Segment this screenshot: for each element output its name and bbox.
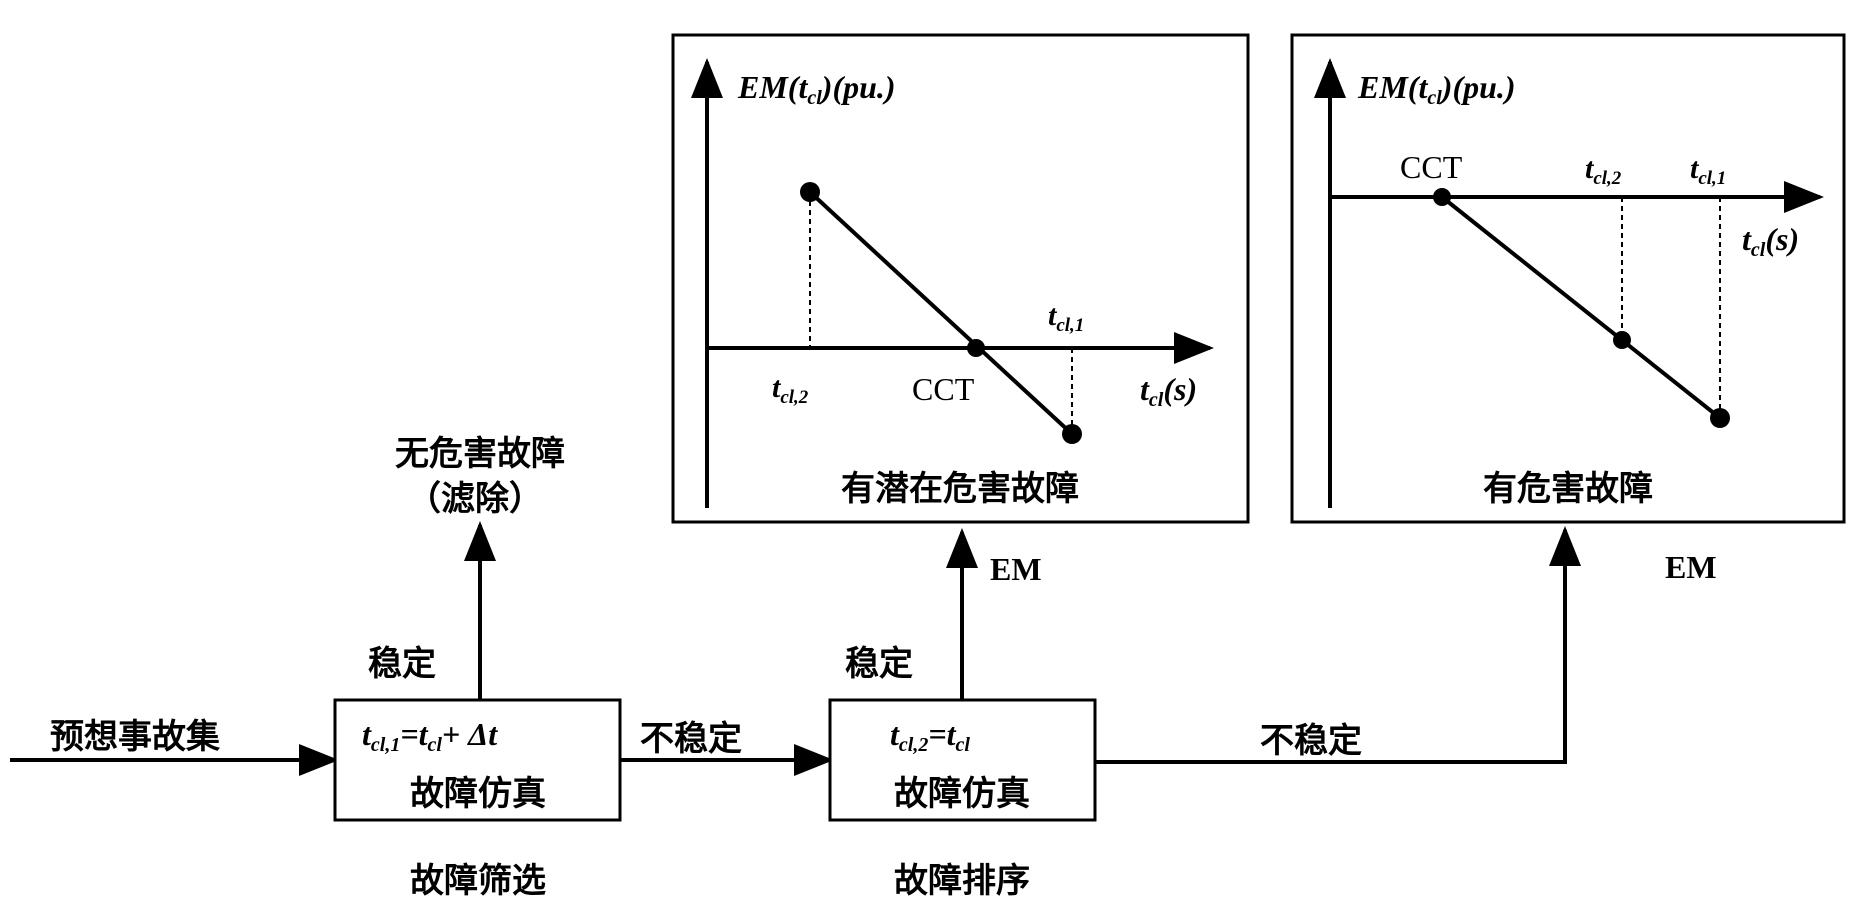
box1-formula: tcl,1=tcl+ Δt: [362, 716, 498, 756]
em-label-2: EM: [1665, 549, 1717, 585]
harmful-panel: EM(tcl)(pu.) tcl(s) CCT tcl,2 tcl,1 有危害故…: [1290, 33, 1846, 524]
potential-harmful-panel: EM(tcl)(pu.) tcl(s) tcl,2 tcl,1 CCT 有潜在危…: [671, 33, 1250, 524]
em-label-1: EM: [990, 551, 1042, 587]
right-cct-label: CCT: [1400, 149, 1463, 185]
right-point-t2: [1613, 331, 1631, 349]
left-cct-label: CCT: [912, 371, 975, 407]
harmless-label: 无危害故障: [395, 434, 565, 474]
harmless-filter-label: （滤除）: [407, 479, 543, 519]
right-point-cct: [1433, 188, 1451, 206]
left-panel-frame: [671, 33, 1250, 524]
left-y-axis-label: EM(tcl)(pu.): [737, 69, 896, 109]
box2-label: 故障仿真: [894, 774, 1030, 814]
left-em-line: [808, 190, 1074, 436]
stable-label-2: 稳定: [845, 644, 913, 684]
left-point-t1: [1062, 424, 1082, 444]
left-x-axis-label: tcl(s): [1140, 371, 1197, 411]
left-point-t2: [800, 182, 820, 202]
box2-formula: tcl,2=tcl: [890, 716, 970, 756]
stable-label-1: 稳定: [368, 644, 436, 684]
input-label: 预想事故集: [50, 717, 220, 757]
right-t2-label: tcl,2: [1585, 152, 1622, 189]
left-point-cct: [967, 339, 985, 357]
unstable-label-1: 不稳定: [640, 719, 742, 759]
right-panel-frame: [1290, 33, 1846, 524]
right-point-t1: [1710, 408, 1730, 428]
right-t1-label: tcl,1: [1690, 152, 1726, 189]
left-panel-caption: 有潜在危害故障: [841, 469, 1079, 509]
unstable-arrow-2: [1095, 526, 1581, 764]
left-t1-label: tcl,1: [1048, 299, 1084, 336]
right-em-line: [1440, 195, 1722, 420]
rank-stage-label: 故障排序: [894, 861, 1030, 901]
right-x-axis-label: tcl(s): [1742, 221, 1799, 261]
box1-label: 故障仿真: [410, 774, 546, 814]
simulation-box-2: [828, 698, 1097, 822]
filter-stage-label: 故障筛选: [410, 861, 546, 901]
right-y-axis-label: EM(tcl)(pu.): [1357, 69, 1516, 109]
left-t2-label: tcl,2: [772, 371, 809, 408]
right-panel-caption: 有危害故障: [1483, 469, 1653, 509]
unstable-label-2: 不稳定: [1260, 721, 1362, 761]
